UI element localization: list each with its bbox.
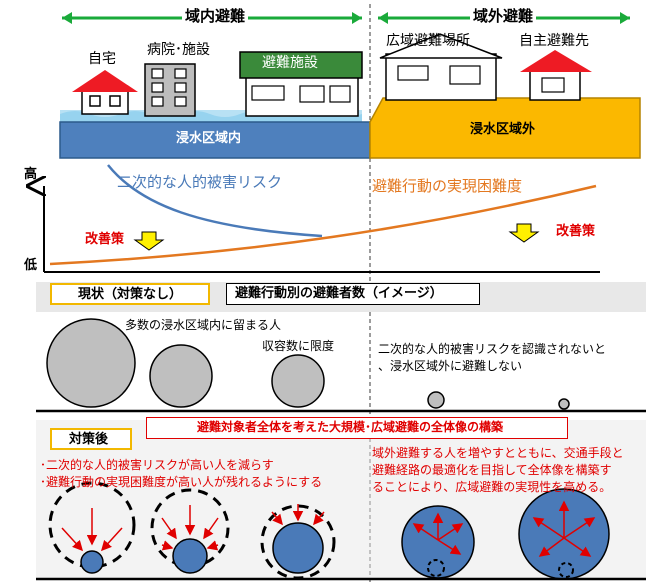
circle-facility [271,354,325,408]
y-axis-low-label: 低 [24,258,38,273]
evacuation-facility-label: 避難施設 [262,55,318,71]
measure-circle-2 [150,488,230,574]
note-stay-inside: 多数の浸水区域内に留まる人 [125,318,282,332]
improvement-left-label: 改善策 [85,232,125,247]
outside-evacuation-label: 域外避難 [470,9,537,24]
circle-wide-area [427,391,445,409]
outside-ground [369,97,641,159]
self-evacuation-home-icon [520,50,592,101]
measures-badge: 対策後 [50,428,132,450]
inside-evacuation-label: 域内避難 [182,9,249,24]
difficulty-curve [49,184,597,266]
improvement-arrow-right [508,223,540,243]
measures-right-line2: 避難経路の最適化を目指して全体像を構築す [372,463,612,477]
current-population-circles [46,318,570,410]
wide-area-site-icon [379,33,503,101]
measures-left-line1: ･二次的な人的被害リスクが高い人を減らす [40,458,274,472]
measures-banner: 避難対象者全体を考えた大規模･広域避難の全体像の構築 [146,417,568,439]
note-outside-line1: 二次的な人的被害リスクを認識されないと [378,342,607,356]
circle-self-evac [558,398,570,410]
self-evacuation-label: 自主避難先 [519,33,589,49]
hospital-label: 病院･施設 [147,42,210,58]
home-label: 自宅 [88,51,116,67]
difficulty-label: 避難行動の実現困難度 [372,177,523,195]
circle-stay-home [46,318,136,408]
outside-ground-label: 浸水区域外 [470,122,536,137]
evacuation-facility-icon [239,51,363,117]
inside-ground-label: 浸水区域内 [176,131,242,146]
measures-right-line3: ることにより、広域避難の実現性を高める。 [372,480,612,494]
measure-circle-1 [48,481,136,574]
measures-left-line2: ･避難行動の実現困難度が高い人が残れるようにする [40,475,323,489]
secondary-risk-curve [107,164,323,238]
improvement-arrow-left [133,231,165,251]
hospital-icon [144,63,196,117]
y-axis-high-label: 高 [24,167,38,182]
wide-area-site-label: 広域避難場所 [386,33,470,49]
inside-ground [59,121,371,159]
circle-hospital [149,344,213,408]
note-outside-line2: 、浸水区域外に避難しない [378,359,523,373]
measures-right-line1: 域外避難する人を増やすとともに、交通手段と [372,446,624,460]
current-state-title-box: 避難行動別の避難者数（イメージ） [226,283,480,305]
secondary-risk-label: 二次的な人的被害リスク [117,173,283,191]
measure-circle-5 [518,488,610,580]
measure-circle-4 [401,505,475,579]
current-state-badge: 現状（対策なし） [50,283,210,305]
note-capacity-limit: 収容数に限度 [262,339,335,353]
improvement-right-label: 改善策 [556,224,596,239]
home-icon [72,70,138,115]
